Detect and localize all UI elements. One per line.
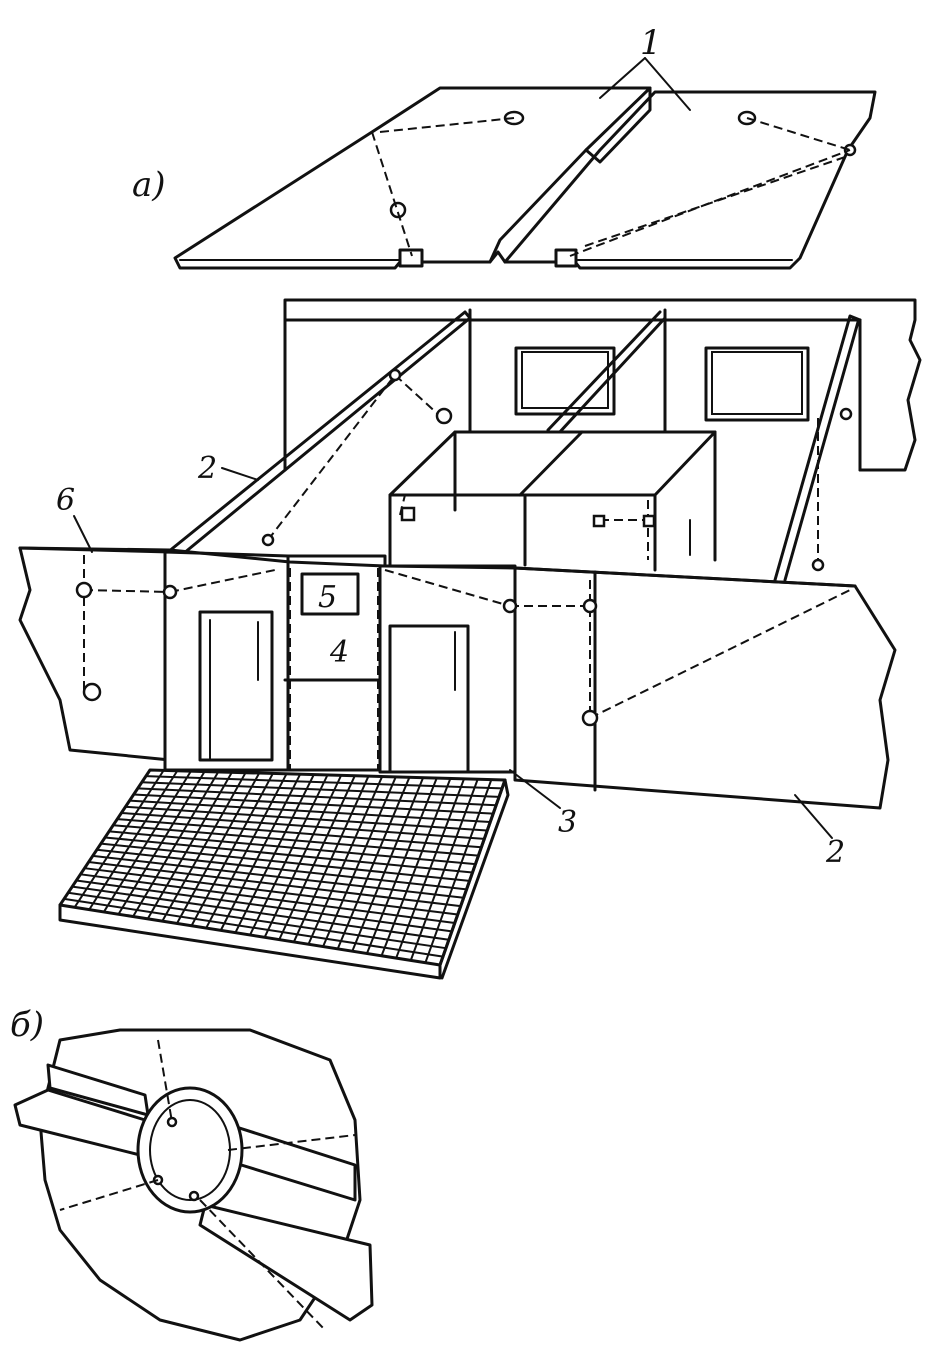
roof-panels <box>173 86 877 270</box>
grid-line <box>424 778 493 964</box>
grid-line <box>132 770 220 918</box>
label-4: 4 <box>329 635 349 670</box>
grid-line <box>278 774 356 941</box>
grid-line <box>161 771 247 923</box>
grid-line <box>322 775 397 948</box>
label-2-bottom: 2 <box>825 835 845 870</box>
label-part-b: б) <box>10 1005 44 1045</box>
grid-line <box>88 769 179 911</box>
slings <box>75 368 853 770</box>
grid-line <box>73 769 165 909</box>
label-5: 5 <box>318 580 337 615</box>
grid-line <box>409 778 479 962</box>
grid-line <box>190 772 274 927</box>
grid-line <box>395 777 466 960</box>
floor-grid <box>58 768 510 980</box>
grid-line <box>146 771 233 920</box>
assembly-labels: 2 6 5 4 3 2 <box>56 451 845 870</box>
grid-line <box>219 773 302 932</box>
grid-line <box>263 774 343 939</box>
building-structure <box>18 298 922 810</box>
grid-line <box>205 772 288 930</box>
grid-line <box>117 770 206 916</box>
grid-line <box>175 772 261 925</box>
grid-line <box>365 777 438 955</box>
label-6: 6 <box>56 483 75 518</box>
grid-line <box>307 775 384 946</box>
label-2-top: 2 <box>197 451 217 486</box>
label-part-a: a) <box>132 165 166 205</box>
grid-line <box>351 776 425 953</box>
grid-line <box>234 773 315 934</box>
label-1: 1 <box>599 23 691 111</box>
label-3: 3 <box>558 805 577 840</box>
grid-line <box>102 770 192 913</box>
joint-detail <box>13 1028 374 1342</box>
grid-line <box>336 776 411 950</box>
grid-line <box>292 775 370 943</box>
label-1-text: 1 <box>640 23 662 63</box>
grid-line <box>380 777 452 957</box>
grid-line <box>249 774 329 936</box>
